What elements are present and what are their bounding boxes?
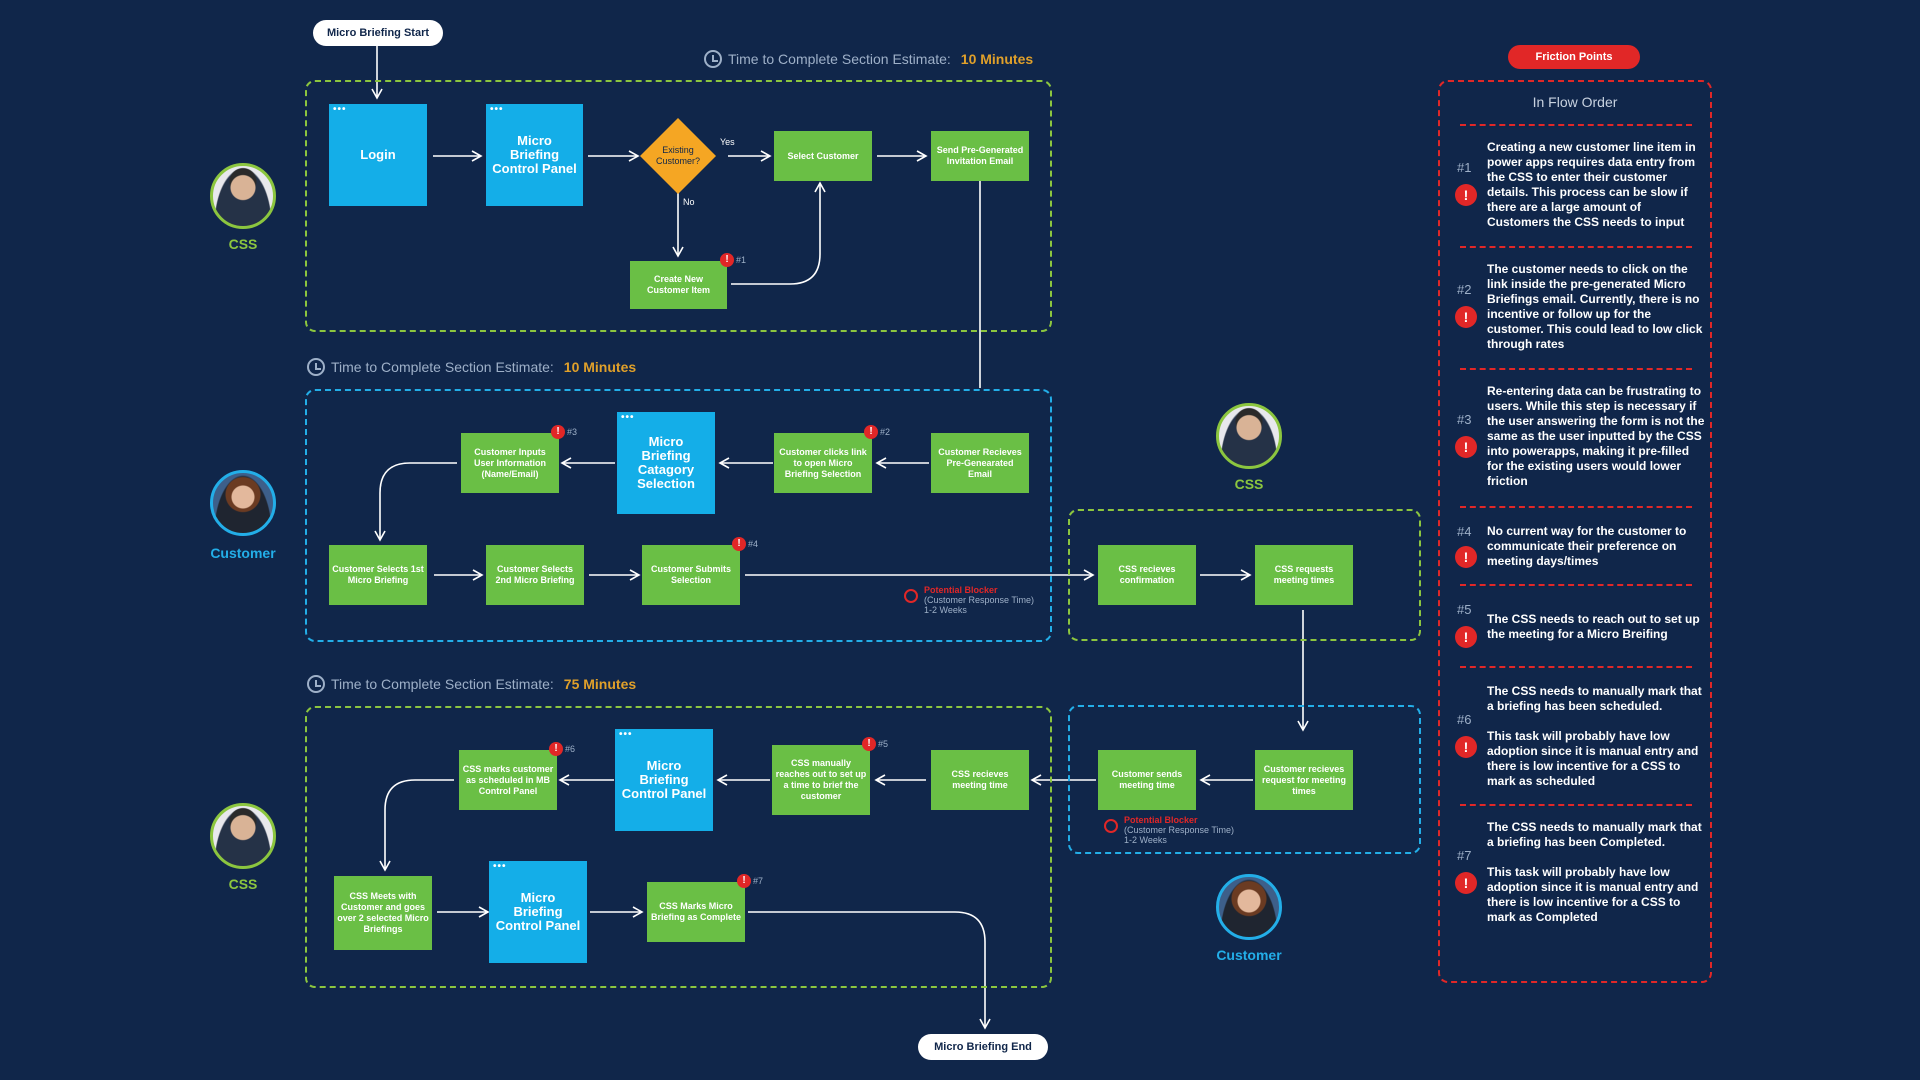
css-avatar: [1216, 403, 1282, 469]
css-requests-times-box: CSS requests meeting times: [1255, 545, 1353, 605]
warning-icon: !: [1455, 736, 1477, 758]
css-reaches-out-box: CSS manually reaches out to set up a tim…: [772, 745, 870, 815]
flag-4: #4: [748, 539, 759, 549]
flag-2: #2: [880, 427, 891, 437]
divider: [1460, 804, 1692, 806]
customer-label: Customer: [210, 545, 276, 561]
mb-control-panel-box: •••Micro Briefing Control Panel: [486, 104, 583, 206]
warning-icon: !: [549, 742, 563, 756]
decision-diamond: [640, 118, 716, 194]
customer-sends-time-box: Customer sends meeting time: [1098, 750, 1196, 810]
clock-icon: [307, 358, 325, 376]
warning-icon: !: [1455, 184, 1477, 206]
warning-icon: !: [1455, 546, 1477, 568]
divider: [1460, 506, 1692, 508]
css-meets-box: CSS Meets with Customer and goes over 2 …: [334, 876, 432, 950]
customer-avatar: [1216, 874, 1282, 940]
section2-zone: [305, 389, 1052, 642]
login-box: •••Login: [329, 104, 427, 206]
css-label: CSS: [1234, 476, 1264, 492]
divider: [1460, 368, 1692, 370]
warning-icon: !: [551, 425, 565, 439]
mb-control-panel-box: •••Micro Briefing Control Panel: [489, 861, 587, 963]
flag-5: #5: [878, 739, 889, 749]
clock-icon: [307, 675, 325, 693]
start-pill: Micro Briefing Start: [313, 20, 443, 46]
window-dots-icon: •••: [493, 861, 507, 872]
window-dots-icon: •••: [490, 104, 504, 115]
send-email-box: Send Pre-Generated Invitation Email: [931, 131, 1029, 181]
section1-estimate: Time to Complete Section Estimate:10 Min…: [704, 50, 1033, 68]
flag-1: #1: [736, 255, 747, 265]
marks-scheduled-box: CSS marks customer as scheduled in MB Co…: [459, 750, 557, 810]
section3-estimate: Time to Complete Section Estimate:75 Min…: [307, 675, 636, 693]
warning-icon: !: [732, 537, 746, 551]
marks-complete-box: CSS Marks Micro Briefing as Complete: [647, 882, 745, 942]
css-label: CSS: [228, 236, 258, 252]
potential-blocker: Potential Blocker (Customer Response Tim…: [1104, 815, 1234, 845]
no-label: No: [683, 197, 695, 207]
customer-avatar: [210, 470, 276, 536]
warning-icon: !: [1455, 626, 1477, 648]
divider: [1460, 666, 1692, 668]
window-dots-icon: •••: [621, 412, 635, 423]
divider: [1460, 124, 1692, 126]
friction-points-pill: Friction Points: [1508, 45, 1640, 69]
flag-3: #3: [567, 427, 578, 437]
create-customer-box: Create New Customer Item: [630, 261, 727, 309]
mb-control-panel-box: •••Micro Briefing Control Panel: [615, 729, 713, 831]
alarm-icon: [904, 589, 918, 603]
selects-1st-box: Customer Selects 1st Micro Briefing: [329, 545, 427, 605]
css-receives-confirmation-box: CSS recieves confirmation: [1098, 545, 1196, 605]
inputs-info-box: Customer Inputs User Information (Name/E…: [461, 433, 559, 493]
customer-label: Customer: [1216, 947, 1282, 963]
flag-7: #7: [753, 876, 764, 886]
submits-selection-box: Customer Submits Selection: [642, 545, 740, 605]
warning-icon: !: [737, 874, 751, 888]
section1-zone: [305, 80, 1052, 332]
css-avatar: [210, 163, 276, 229]
divider: [1460, 584, 1692, 586]
window-dots-icon: •••: [619, 729, 633, 740]
selects-2nd-box: Customer Selects 2nd Micro Briefing: [486, 545, 584, 605]
clicks-link-box: Customer clicks link to open Micro Brief…: [774, 433, 872, 493]
warning-icon: !: [1455, 872, 1477, 894]
customer-zone: [1068, 705, 1421, 854]
warning-icon: !: [1455, 436, 1477, 458]
potential-blocker: Potential Blocker (Customer Response Tim…: [904, 585, 1034, 615]
friction-title: In Flow Order: [1532, 94, 1618, 110]
end-pill: Micro Briefing End: [918, 1034, 1048, 1060]
category-selection-box: •••Micro Briefing Catagory Selection: [617, 412, 715, 514]
warning-icon: !: [1455, 306, 1477, 328]
warning-icon: !: [862, 737, 876, 751]
yes-label: Yes: [720, 137, 735, 147]
friction-zone: [1438, 80, 1712, 983]
window-dots-icon: •••: [333, 104, 347, 115]
warning-icon: !: [864, 425, 878, 439]
customer-receives-request-box: Customer recieves request for meeting ti…: [1255, 750, 1353, 810]
css-label: CSS: [228, 876, 258, 892]
clock-icon: [704, 50, 722, 68]
css-avatar: [210, 803, 276, 869]
warning-icon: !: [720, 253, 734, 267]
decision-label: Existing Customer?: [655, 145, 700, 166]
alarm-icon: [1104, 819, 1118, 833]
receives-email-box: Customer Recieves Pre-Genearated Email: [931, 433, 1029, 493]
css-zone: [1068, 509, 1421, 641]
section3-zone: [305, 706, 1052, 988]
section2-estimate: Time to Complete Section Estimate:10 Min…: [307, 358, 636, 376]
divider: [1460, 246, 1692, 248]
css-receives-time-box: CSS recieves meeting time: [931, 750, 1029, 810]
select-customer-box: Select Customer: [774, 131, 872, 181]
flag-6: #6: [565, 744, 576, 754]
